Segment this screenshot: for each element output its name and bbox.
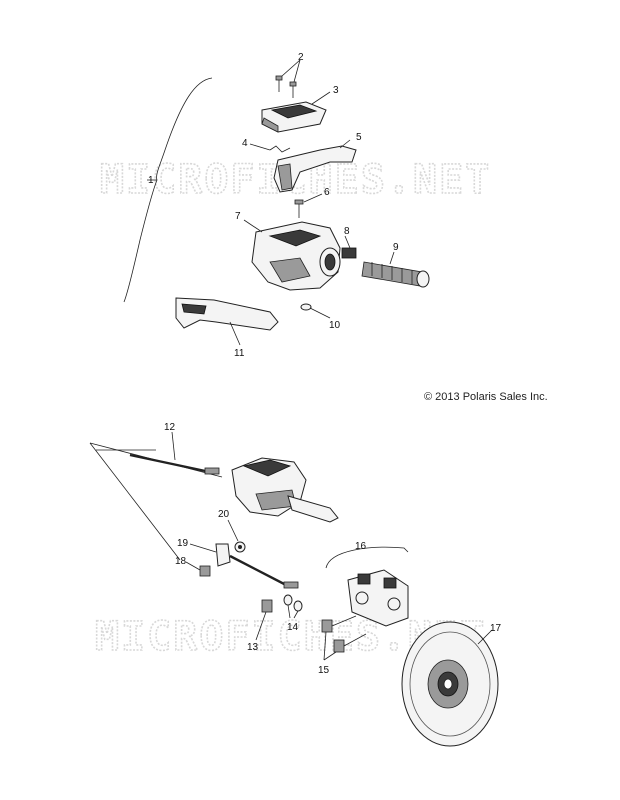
washer bbox=[300, 303, 331, 319]
copyright-text: © 2013 Polaris Sales Inc. bbox=[424, 391, 548, 403]
brake-line bbox=[129, 431, 220, 475]
brake-disc bbox=[401, 621, 499, 747]
master-cylinder-body bbox=[243, 219, 341, 291]
callout-19: 19 bbox=[177, 538, 189, 549]
callout-8: 8 bbox=[344, 226, 350, 237]
callout-16: 16 bbox=[355, 541, 367, 552]
callout-2: 2 bbox=[298, 52, 304, 63]
spring-clip bbox=[249, 143, 291, 153]
callout-12: 12 bbox=[164, 422, 176, 433]
caliper bbox=[347, 569, 409, 627]
mounting-bracket bbox=[189, 543, 231, 567]
callout-18: 18 bbox=[175, 556, 187, 567]
callout-5: 5 bbox=[356, 132, 362, 143]
washers-14 bbox=[283, 594, 303, 619]
callout-20: 20 bbox=[218, 509, 230, 520]
callout-17: 17 bbox=[490, 623, 502, 634]
callout-1: 1 bbox=[148, 175, 154, 186]
callout-10: 10 bbox=[329, 320, 341, 331]
bolt-13 bbox=[255, 599, 273, 641]
bolts-15 bbox=[321, 615, 367, 661]
washer-20 bbox=[227, 519, 246, 553]
clutch-lever bbox=[175, 297, 279, 346]
callout-15: 15 bbox=[318, 665, 330, 676]
screws bbox=[275, 59, 301, 98]
callout-13: 13 bbox=[247, 642, 259, 653]
master-cylinder-assembly bbox=[231, 457, 339, 523]
pivot-pin bbox=[294, 193, 323, 218]
callout-14: 14 bbox=[287, 622, 299, 633]
reservoir-cover bbox=[261, 91, 331, 133]
bolt-18 bbox=[185, 561, 211, 577]
callout-9: 9 bbox=[393, 242, 399, 253]
brake-lever bbox=[273, 139, 357, 193]
callout-7: 7 bbox=[235, 211, 241, 222]
grip-sleeve bbox=[361, 251, 430, 288]
callout-3: 3 bbox=[333, 85, 339, 96]
callout-6: 6 bbox=[324, 187, 330, 198]
switch bbox=[341, 235, 357, 259]
callout-4: 4 bbox=[242, 138, 248, 149]
callout-11: 11 bbox=[234, 348, 245, 359]
